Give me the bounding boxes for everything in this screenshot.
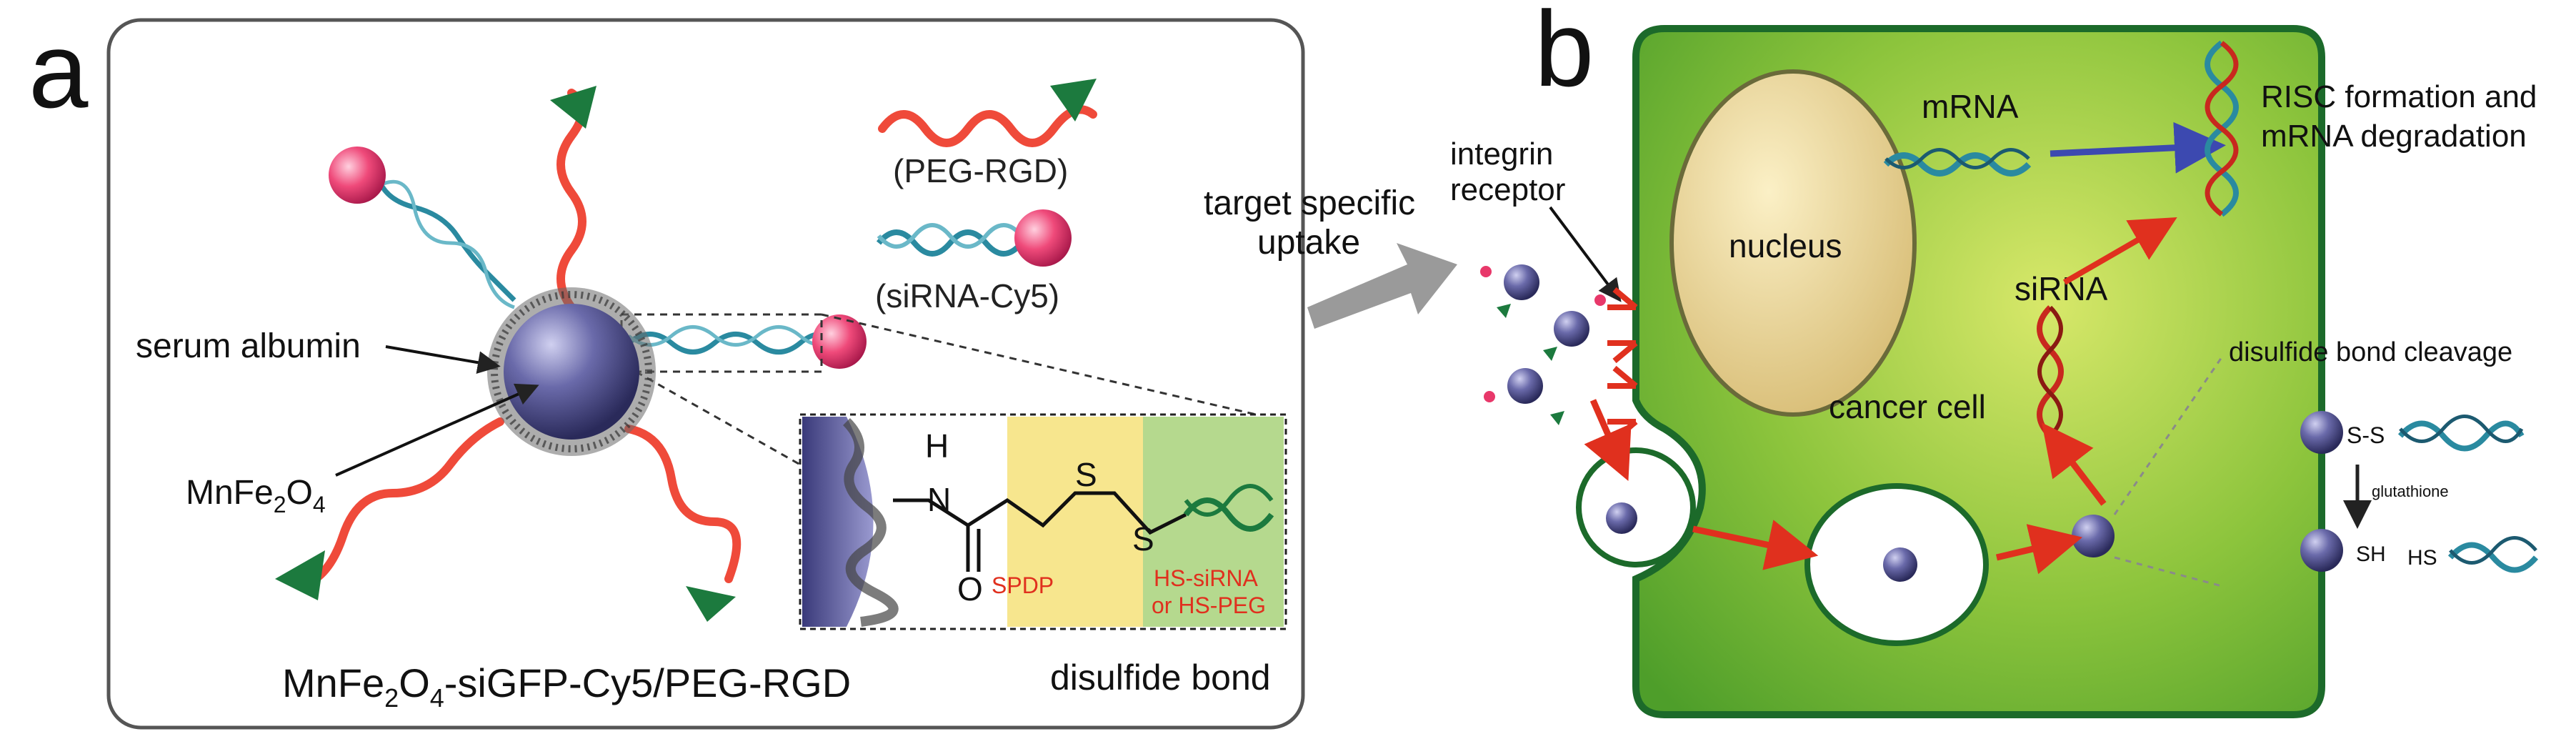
endocytic-pit (1576, 447, 1696, 567)
uptake-arrow-group: target specific uptake (1204, 184, 1457, 329)
pointer-integrin (1549, 206, 1622, 302)
atom-o: O (957, 570, 983, 607)
arrow-endosome-to-cytoplasm (1995, 524, 2083, 575)
rgd-tip-up (550, 86, 596, 129)
rgd-triangle-icon (1050, 79, 1097, 121)
sirna-arm-upper-left (376, 177, 516, 302)
label-spdp: SPDP (992, 572, 1054, 598)
atom-s1: S (1075, 456, 1097, 493)
uptake-label-line1: target specific (1204, 184, 1415, 222)
label-nucleus: nucleus (1729, 227, 1842, 264)
arrow-to-pit (1584, 399, 1632, 481)
mnfe2o4-core (504, 304, 639, 440)
legend-sirna-cy5-label: (siRNA-Cy5) (875, 277, 1059, 314)
label-sh: SH (2356, 542, 2386, 566)
integrin-receptors (1607, 287, 1638, 442)
released-hs-sirna-helix (2447, 542, 2539, 573)
peg-chain-icon (878, 105, 1097, 147)
panel-a-letter: a (29, 10, 89, 130)
atom-s2: S (1132, 520, 1154, 557)
atom-h: H (925, 427, 949, 465)
uptake-label-line2: uptake (1257, 224, 1360, 262)
label-hs-sirna: HS-siRNA (1154, 565, 1258, 591)
label-receptor: receptor (1450, 172, 1565, 207)
np-in-endosome (1883, 547, 1917, 582)
cy5-dye-upper-left (329, 147, 386, 204)
pointer-mnfe2o4 (335, 383, 539, 477)
uptake-arrow (1307, 243, 1457, 329)
linker-bonds (893, 491, 1187, 535)
legend-peg-rgd-label: (PEG-RGD) (893, 152, 1068, 189)
inset-albumin-fuzz (842, 418, 899, 627)
label-glutathione: glutathione (2372, 482, 2449, 500)
np-outside-2 (1554, 311, 1589, 347)
mrna-strand (1883, 152, 2032, 177)
rgd-tip-lower-left (275, 550, 325, 600)
sirna-attached-helix (2397, 420, 2525, 452)
rgd-tip-lower-right (686, 586, 736, 622)
label-risc-line2: mRNA degradation (2261, 119, 2527, 154)
cy5-dye-right (812, 314, 867, 369)
label-serum-albumin: serum albumin (136, 327, 361, 365)
panel-b-letter: b (1534, 0, 1594, 109)
arrow-pit-to-endosome (1692, 520, 1819, 570)
label-cancer-cell: cancer cell (1829, 388, 1986, 425)
panel-a: a (PEG-RGD) (siRNA-Cy5) (29, 10, 1305, 730)
pointer-serum-albumin (385, 345, 501, 375)
np-cleavage-top (2300, 411, 2343, 454)
label-integrin: integrin (1450, 137, 1553, 172)
released-sirna-helix (2037, 305, 2064, 438)
label-mnfe2o4: MnFe2O4 (186, 474, 326, 517)
peg-arm-lower-right (624, 425, 742, 583)
label-mrna: mRNA (1922, 88, 2019, 125)
label-hs: HS (2407, 546, 2437, 570)
disulfide-inset: H N S S O SPDP HS-siRNA or HS-PEG (799, 413, 1287, 630)
panel-a-title: MnFe2O4-siGFP-Cy5/PEG-RGD (282, 660, 851, 713)
nucleus (1669, 69, 1917, 417)
arrow-sirna-to-risc (2063, 217, 2177, 285)
legend-sirna-cy5: (siRNA-Cy5) (875, 209, 1072, 314)
label-risc-line1: RISC formation and (2261, 79, 2537, 114)
arrow-mrna-to-risc (2050, 121, 2226, 174)
panel-b: b nucleus mRNA RISC formation and mRNA d… (1450, 0, 2539, 718)
legend-peg-rgd: (PEG-RGD) (878, 79, 1097, 189)
atom-n: N (927, 481, 951, 518)
np-cytoplasm (2072, 515, 2115, 557)
np-outside-1 (1504, 264, 1539, 300)
extracellular-nanoparticles (1480, 264, 1606, 425)
label-cleavage: disulfide bond cleavage (2229, 337, 2512, 367)
label-sirna: siRNA (2015, 270, 2108, 307)
spdp-region (1007, 417, 1143, 627)
peg-arm-lower-left (296, 417, 504, 590)
arrow-cytoplasm-to-sirna (2042, 422, 2107, 506)
inset-sirna-helix (1183, 497, 1274, 532)
hs-region (1143, 417, 1284, 627)
np-cleavage-bottom (2300, 529, 2343, 572)
inset-caption: disulfide bond (1050, 658, 1271, 698)
label-s-s: S-S (2347, 422, 2385, 448)
np-in-pit (1606, 502, 1637, 534)
label-or-hs-peg: or HS-PEG (1152, 592, 1266, 618)
cy5-dye-icon (1014, 209, 1072, 267)
np-outside-3 (1507, 368, 1543, 404)
nanoparticle-assembly (275, 86, 1272, 622)
